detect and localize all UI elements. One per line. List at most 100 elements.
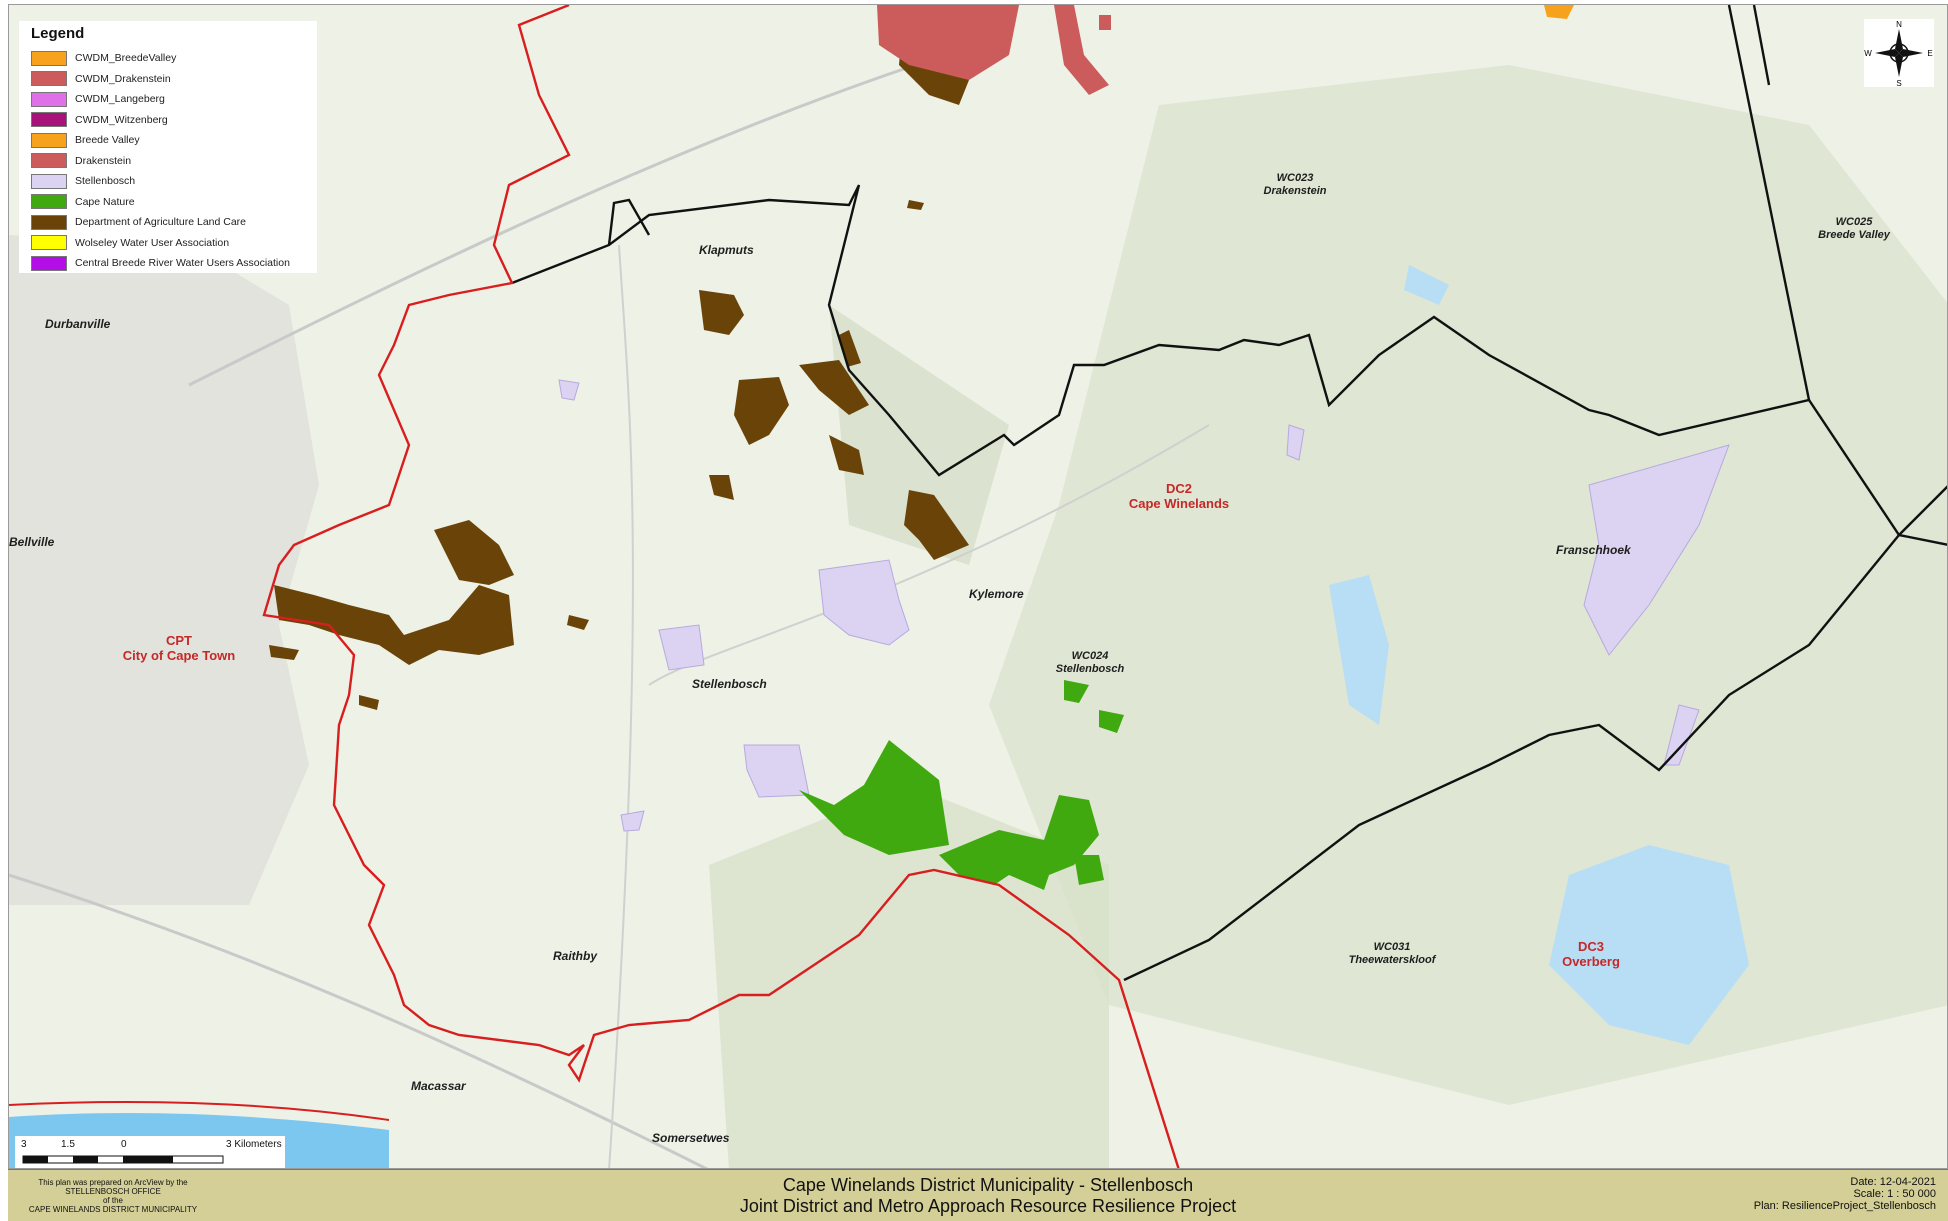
place-raithby: Raithby bbox=[553, 949, 598, 963]
dam-water bbox=[1404, 265, 1449, 305]
legend-label: Cape Nature bbox=[75, 195, 135, 208]
road bbox=[608, 244, 634, 1168]
breede-valley-area bbox=[1544, 5, 1574, 19]
legend-swatch bbox=[31, 235, 67, 251]
dc2-name: Cape Winelands bbox=[1128, 496, 1230, 511]
legend-label: CWDM_Witzenberg bbox=[75, 113, 168, 126]
dam-water bbox=[1329, 575, 1389, 725]
legend-label: CWDM_BreedeValley bbox=[75, 52, 177, 65]
legend-label: Stellenbosch bbox=[75, 175, 136, 188]
legend-swatch bbox=[31, 132, 67, 148]
district-boundary bbox=[1123, 534, 1900, 982]
wc031-code: WC031 bbox=[1373, 941, 1411, 953]
legend-item: CWDM_Witzenberg bbox=[31, 110, 305, 131]
wc031-name: Theewaterskloof bbox=[1348, 954, 1436, 966]
place-somersetwes: Somersetwes bbox=[652, 1131, 730, 1145]
map-plan: Plan: ResilienceProject_Stellenbosch bbox=[1753, 1200, 1936, 1212]
legend-label: CWDM_Langeberg bbox=[75, 93, 165, 106]
mountain-terrain bbox=[709, 785, 1109, 1168]
legend-item: Wolseley Water User Association bbox=[31, 233, 305, 254]
dc3-code: DC3 bbox=[1577, 939, 1604, 954]
place-bellville: Bellville bbox=[9, 535, 55, 549]
place-kylemore: Kylemore bbox=[969, 587, 1024, 601]
prepared-line-1: This plan was prepared on ArcView by the bbox=[38, 1178, 188, 1187]
label-wc025: WC025 Breede Valley bbox=[1809, 216, 1899, 242]
road bbox=[188, 33, 1010, 387]
legend-swatch bbox=[31, 71, 67, 87]
place-stellenbosch: Stellenbosch bbox=[692, 677, 767, 691]
dam-water bbox=[1549, 845, 1749, 1045]
compass-w: W bbox=[1864, 49, 1872, 58]
north-arrow: N S W E bbox=[1864, 19, 1934, 87]
map-layers bbox=[9, 5, 1947, 1168]
map-title-line-2: Joint District and Metro Approach Resour… bbox=[739, 1196, 1237, 1216]
legend-item: CWDM_Langeberg bbox=[31, 89, 305, 110]
legend-item: CWDM_Drakenstein bbox=[31, 69, 305, 90]
legend-item: Cape Nature bbox=[31, 192, 305, 213]
legend-label: CWDM_Drakenstein bbox=[75, 72, 171, 85]
legend-label: Central Breede River Water Users Associa… bbox=[75, 257, 290, 270]
place-klapmuts: Klapmuts bbox=[699, 243, 754, 257]
coast-boundary bbox=[9, 1101, 390, 1121]
metro-boundary bbox=[262, 5, 1180, 1168]
scale-tick-1: 1.5 bbox=[61, 1139, 75, 1150]
dc2-code: DC2 bbox=[1165, 481, 1192, 496]
wc023-name: Drakenstein bbox=[1263, 185, 1327, 197]
legend-label: Drakenstein bbox=[75, 154, 132, 167]
scale-tick-3: 3 Kilometers bbox=[226, 1139, 282, 1150]
legend-item: Breede Valley bbox=[31, 130, 305, 151]
legend-item: Central Breede River Water Users Associa… bbox=[31, 253, 305, 274]
prepared-by: This plan was prepared on ArcView by the… bbox=[8, 1178, 218, 1214]
district-boundary bbox=[607, 198, 651, 246]
prepared-line-2: STELLENBOSCH OFFICE bbox=[65, 1187, 161, 1196]
map-canvas[interactable]: Klapmuts Durbanville Bellville Kylemore … bbox=[8, 4, 1948, 1169]
legend-item: Drakenstein bbox=[31, 151, 305, 172]
label-dc3: DC3 Overberg bbox=[1541, 939, 1641, 969]
label-cpt: CPT City of Cape Town bbox=[99, 633, 259, 663]
cpt-name: City of Cape Town bbox=[122, 648, 236, 663]
legend-label: Department of Agriculture Land Care bbox=[75, 216, 247, 229]
dc3-name: Overberg bbox=[1562, 954, 1620, 969]
road bbox=[9, 873, 709, 1168]
map-title-line-1: Cape Winelands District Municipality - S… bbox=[782, 1175, 1194, 1195]
legend-swatch bbox=[31, 112, 67, 128]
district-boundary bbox=[1752, 5, 1771, 86]
legend-swatch bbox=[31, 214, 67, 230]
legend-item: CWDM_BreedeValley bbox=[31, 48, 305, 69]
map-title: Cape Winelands District Municipality - S… bbox=[528, 1175, 1448, 1217]
prepared-line-3: of the bbox=[102, 1196, 123, 1205]
stellenbosch-areas bbox=[558, 379, 1730, 832]
wc025-code: WC025 bbox=[1835, 216, 1873, 228]
scale-tick-0: 3 bbox=[21, 1139, 27, 1150]
cpt-code: CPT bbox=[166, 633, 192, 648]
district-boundary bbox=[1898, 485, 1947, 536]
map-scale: Scale: 1 : 50 000 bbox=[1853, 1188, 1936, 1200]
district-boundary bbox=[511, 184, 1947, 546]
wc025-name: Breede Valley bbox=[1818, 229, 1890, 241]
scale-bar-graphic bbox=[22, 1155, 224, 1164]
legend-label: Wolseley Water User Association bbox=[75, 236, 230, 249]
compass-s: S bbox=[1896, 79, 1901, 87]
legend-title: Legend bbox=[31, 25, 85, 42]
map-date: Date: 12-04-2021 bbox=[1850, 1176, 1936, 1188]
label-dc2: DC2 Cape Winelands bbox=[1109, 481, 1249, 511]
mountain-terrain bbox=[829, 305, 1009, 565]
cape-nature-areas bbox=[799, 680, 1124, 890]
legend-item: Stellenbosch bbox=[31, 171, 305, 192]
urban-area bbox=[9, 235, 319, 905]
label-wc023: WC023 Drakenstein bbox=[1255, 172, 1335, 198]
place-macassar: Macassar bbox=[411, 1079, 466, 1093]
legend-swatch bbox=[31, 50, 67, 66]
wc024-code: WC024 bbox=[1071, 650, 1109, 662]
prepared-line-4: CAPE WINELANDS DISTRICT MUNICIPALITY bbox=[28, 1205, 198, 1214]
scale-tick-2: 0 bbox=[121, 1139, 127, 1150]
place-franschhoek: Franschhoek bbox=[1556, 543, 1631, 557]
label-wc024: WC024 Stellenbosch bbox=[1045, 650, 1135, 676]
drakenstein-areas bbox=[877, 5, 1111, 95]
legend-label: Breede Valley bbox=[75, 134, 140, 147]
label-wc031: WC031 Theewaterskloof bbox=[1337, 941, 1447, 967]
district-boundary bbox=[1727, 5, 1811, 401]
compass-icon: N S W E bbox=[1864, 20, 1932, 87]
place-durbanville: Durbanville bbox=[45, 317, 111, 331]
